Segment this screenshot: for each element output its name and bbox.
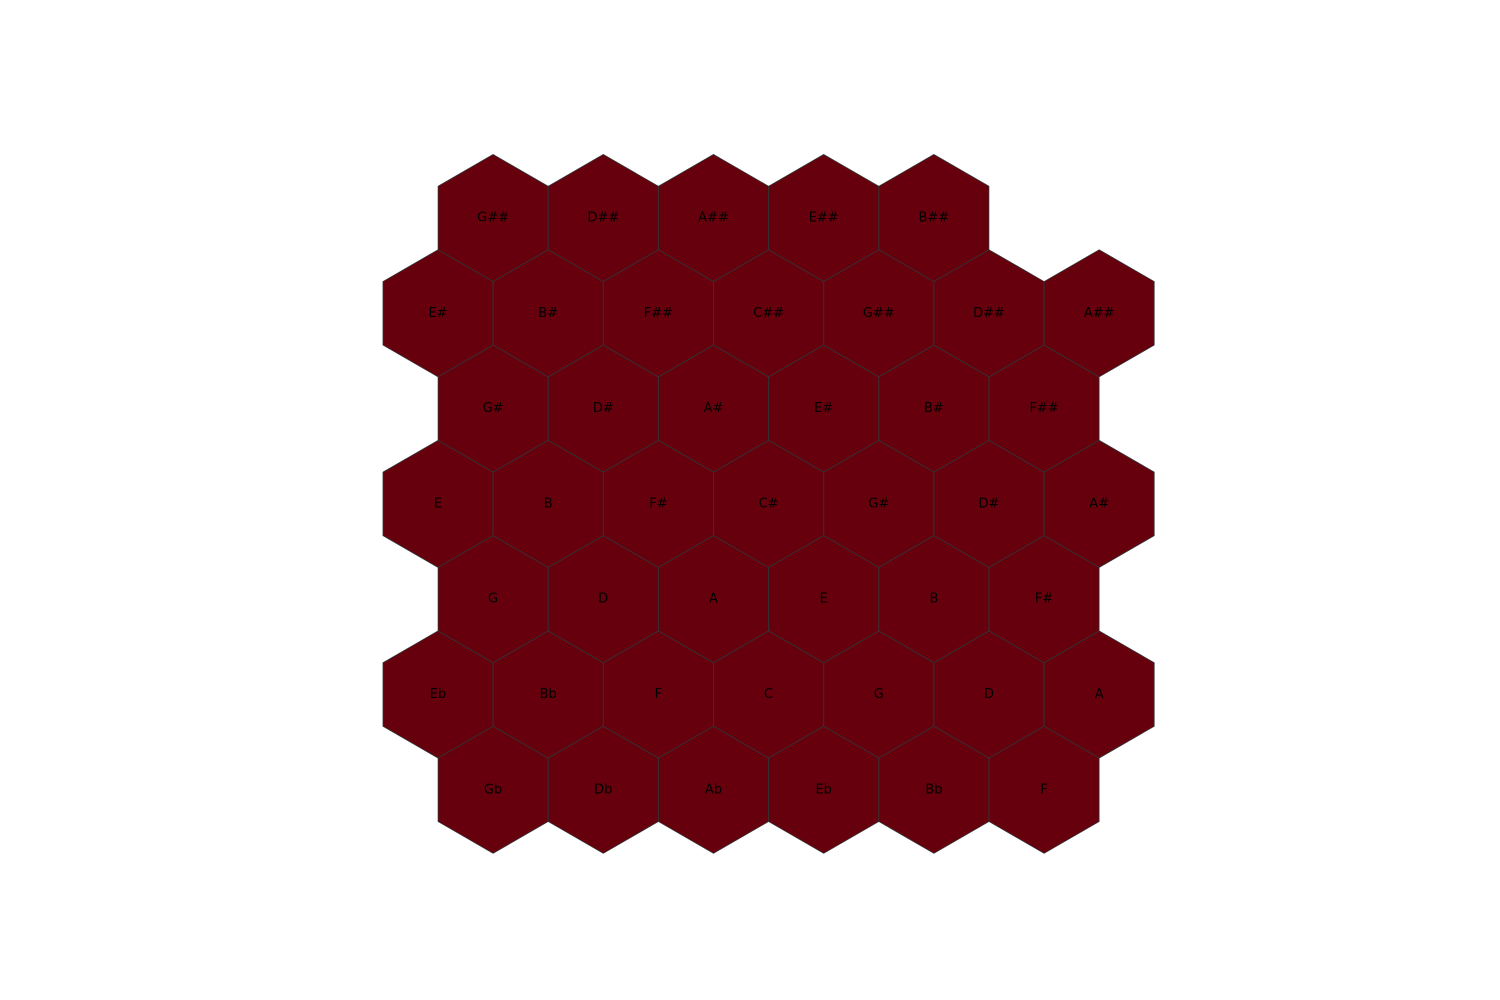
hex-cell-label: Ab: [705, 782, 722, 797]
hex-cell-label: Bb: [925, 782, 942, 797]
hex-cell: D##: [933, 249, 1045, 378]
hex-cell-label: A##: [698, 211, 729, 226]
hex-cell-label: F##: [644, 306, 673, 321]
hex-cell-label: C##: [753, 306, 784, 321]
hex-cell-label: G##: [863, 306, 895, 321]
hex-cell-label: E: [434, 496, 442, 511]
hex-cell-label: D#: [979, 496, 1000, 511]
hex-cell-label: F: [655, 687, 662, 702]
hex-cell-label: D#: [593, 401, 614, 416]
hex-cell-label: A##: [1084, 306, 1115, 321]
hex-cell: F##: [988, 344, 1100, 473]
hex-cell-label: G: [874, 687, 884, 702]
hex-cell-label: A#: [704, 401, 724, 416]
hex-cell-label: Eb: [430, 687, 446, 702]
hex-cell-label: F#: [649, 496, 667, 511]
hex-cell-label: D##: [587, 211, 619, 226]
hex-cell: Eb: [768, 725, 880, 854]
hex-cell-label: E##: [809, 211, 839, 226]
hex-cell-label: E#: [428, 306, 447, 321]
hex-cell-label: Db: [594, 782, 612, 797]
hex-cell-label: D##: [973, 306, 1005, 321]
hex-cell-label: Eb: [815, 782, 831, 797]
hex-cell-label: D: [598, 592, 608, 607]
hex-cell-label: G#: [483, 401, 504, 416]
hex-cell-label: D: [984, 687, 994, 702]
hex-cell: F: [988, 725, 1100, 854]
hex-cell-label: E: [820, 592, 828, 607]
hex-cell-label: G: [488, 592, 498, 607]
hex-cell-label: Gb: [484, 782, 502, 797]
hex-cell: A#: [658, 344, 769, 473]
hex-cell: B##: [878, 154, 990, 282]
hex-cell-label: Bb: [540, 687, 557, 702]
hex-cell-label: B: [544, 496, 553, 511]
hex-cell-label: C: [764, 687, 773, 702]
hex-cell: B#: [492, 249, 604, 378]
hex-cell-label: B#: [538, 306, 558, 321]
hex-cell: Bb: [878, 725, 990, 854]
hex-cell-label: A: [709, 592, 718, 607]
hex-cell-label: F##: [1029, 401, 1058, 416]
hex-cell-label: C#: [759, 496, 779, 511]
hex-cell-label: A#: [1089, 496, 1109, 511]
hex-cell-label: G##: [477, 211, 509, 226]
hex-grid: G## D## A## E## B## E# B# F## C## G## D## A## G# D# A#…: [382, 154, 1155, 854]
hex-cell-label: G#: [868, 496, 889, 511]
hex-cell: Ab: [658, 725, 769, 854]
hex-cell-label: B##: [919, 211, 950, 226]
hex-cell-label: A: [1095, 687, 1104, 702]
hex-cell: F#: [603, 439, 714, 568]
hex-cell: A##: [1043, 249, 1155, 378]
hex-cell-shape: [988, 725, 1100, 854]
hex-cell: Db: [547, 725, 659, 854]
hex-cell-label: F#: [1035, 592, 1053, 607]
hex-cell-label: F: [1040, 782, 1047, 797]
hex-cell-label: B#: [924, 401, 944, 416]
hex-cell-label: B: [929, 592, 938, 607]
hex-cell: D#: [547, 344, 659, 473]
hex-cell: A##: [658, 154, 769, 282]
hex-cell-label: E#: [814, 401, 833, 416]
hex-cell: F#: [988, 535, 1100, 664]
